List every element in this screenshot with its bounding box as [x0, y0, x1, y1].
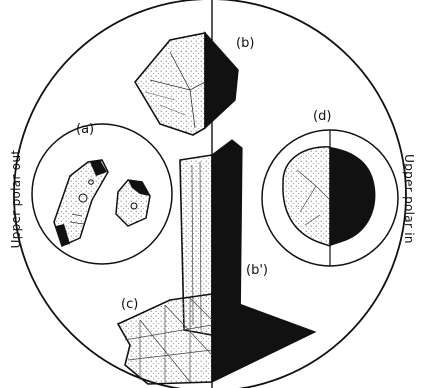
inset-a-circle	[32, 124, 172, 264]
side-label-left: Upper polar out	[9, 150, 23, 249]
label-c: (c)	[121, 297, 138, 312]
label-d: (d)	[313, 109, 331, 124]
label-a: (a)	[76, 122, 94, 137]
label-b-prime: (b')	[246, 263, 268, 278]
inset-d	[262, 130, 398, 266]
inset-a	[32, 124, 172, 264]
side-label-right: Upper polar in	[402, 154, 416, 244]
label-b: (b)	[236, 36, 254, 51]
